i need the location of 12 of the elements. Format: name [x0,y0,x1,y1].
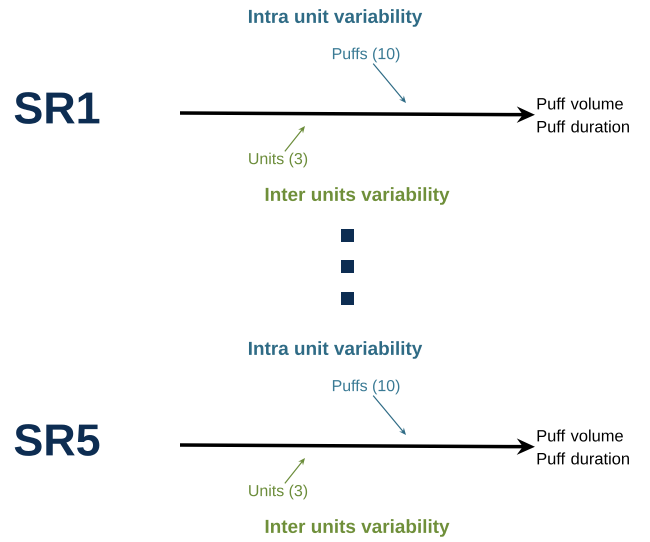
series-label: SR1 [14,92,100,124]
section-heading: Inter units variability [266,519,450,537]
annotation-text: Units (3) [249,152,308,168]
section-heading: Intra unit variability [248,9,422,27]
annotation-text: Puffs (10) [332,380,400,394]
annotation-text: Puffs (10) [332,48,400,62]
section-heading: Inter units variability [266,187,450,205]
output-text: Puff volume Puff duration [538,430,629,464]
series-label: SR5 [14,424,100,456]
section-heading: Intra unit variability [248,341,422,359]
output-text: Puff volume Puff duration [538,98,629,132]
annotation-text: Units (3) [249,484,308,500]
